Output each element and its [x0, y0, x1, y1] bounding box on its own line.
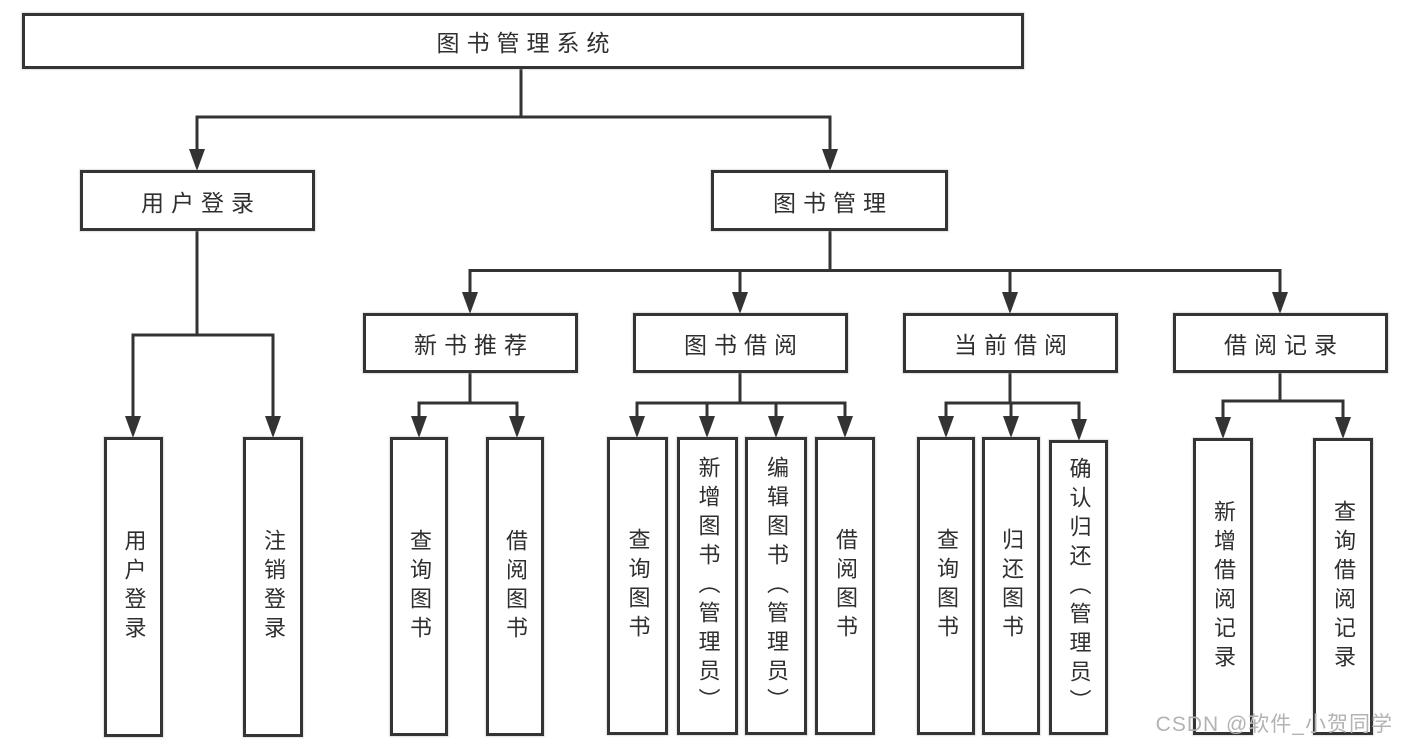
node-label: 确认归还（管理员）	[1066, 457, 1092, 718]
node-label: 编辑图书（管理员）	[764, 455, 789, 717]
node-label: 查询图书	[407, 528, 432, 645]
node-records-query-record: 查询借阅记录	[1313, 438, 1373, 735]
node-current-confirm-return-admin: 确认归还（管理员）	[1049, 440, 1108, 735]
node-label: 查询图书	[934, 528, 959, 644]
node-label: 用户登录	[121, 529, 147, 645]
node-label: 借阅记录	[1224, 332, 1344, 358]
node-user-login-group: 用户登录	[80, 170, 315, 231]
node-current-query-books: 查询图书	[917, 437, 975, 735]
node-borrowing-records: 借阅记录	[1173, 313, 1388, 373]
node-label: 图书管理	[773, 189, 893, 216]
node-label: 借阅图书	[833, 528, 858, 644]
node-label: 查询借阅记录	[1331, 499, 1356, 674]
node-book-borrowing: 图书借阅	[633, 313, 848, 373]
node-label: 新增图书（管理员）	[695, 455, 721, 717]
node-label: 归还图书	[999, 528, 1024, 644]
node-borrow-edit-books-admin: 编辑图书（管理员）	[745, 437, 807, 735]
node-new-book-recommend: 新书推荐	[363, 313, 578, 373]
node-label: 注销登录	[261, 529, 286, 645]
node-current-borrowing: 当前借阅	[903, 313, 1118, 373]
node-current-return-books: 归还图书	[982, 437, 1040, 735]
node-label: 新增借阅记录	[1211, 499, 1236, 674]
node-logout-login: 注销登录	[243, 437, 303, 737]
node-label: 图书借阅	[684, 332, 804, 358]
node-borrow-add-books-admin: 新增图书（管理员）	[677, 437, 738, 735]
node-label: 新书推荐	[414, 332, 534, 358]
node-borrow-borrow-books: 借阅图书	[815, 437, 875, 735]
node-user-login: 用户登录	[104, 437, 163, 737]
node-label: 查询图书	[625, 528, 651, 644]
node-recommend-query-books: 查询图书	[390, 437, 448, 736]
node-label: 图书管理系统	[436, 30, 617, 56]
node-label: 借阅图书	[503, 528, 528, 645]
node-label: 当前借阅	[954, 332, 1074, 358]
node-label: 用户登录	[141, 189, 261, 216]
node-library-management-system: 图书管理系统	[22, 13, 1024, 69]
node-recommend-borrow-books: 借阅图书	[486, 437, 544, 736]
node-records-add-record: 新增借阅记录	[1193, 438, 1253, 735]
watermark: CSDN @软件_小贺同学	[1155, 713, 1393, 736]
node-borrow-query-books: 查询图书	[607, 437, 668, 735]
node-book-management: 图书管理	[711, 170, 948, 231]
